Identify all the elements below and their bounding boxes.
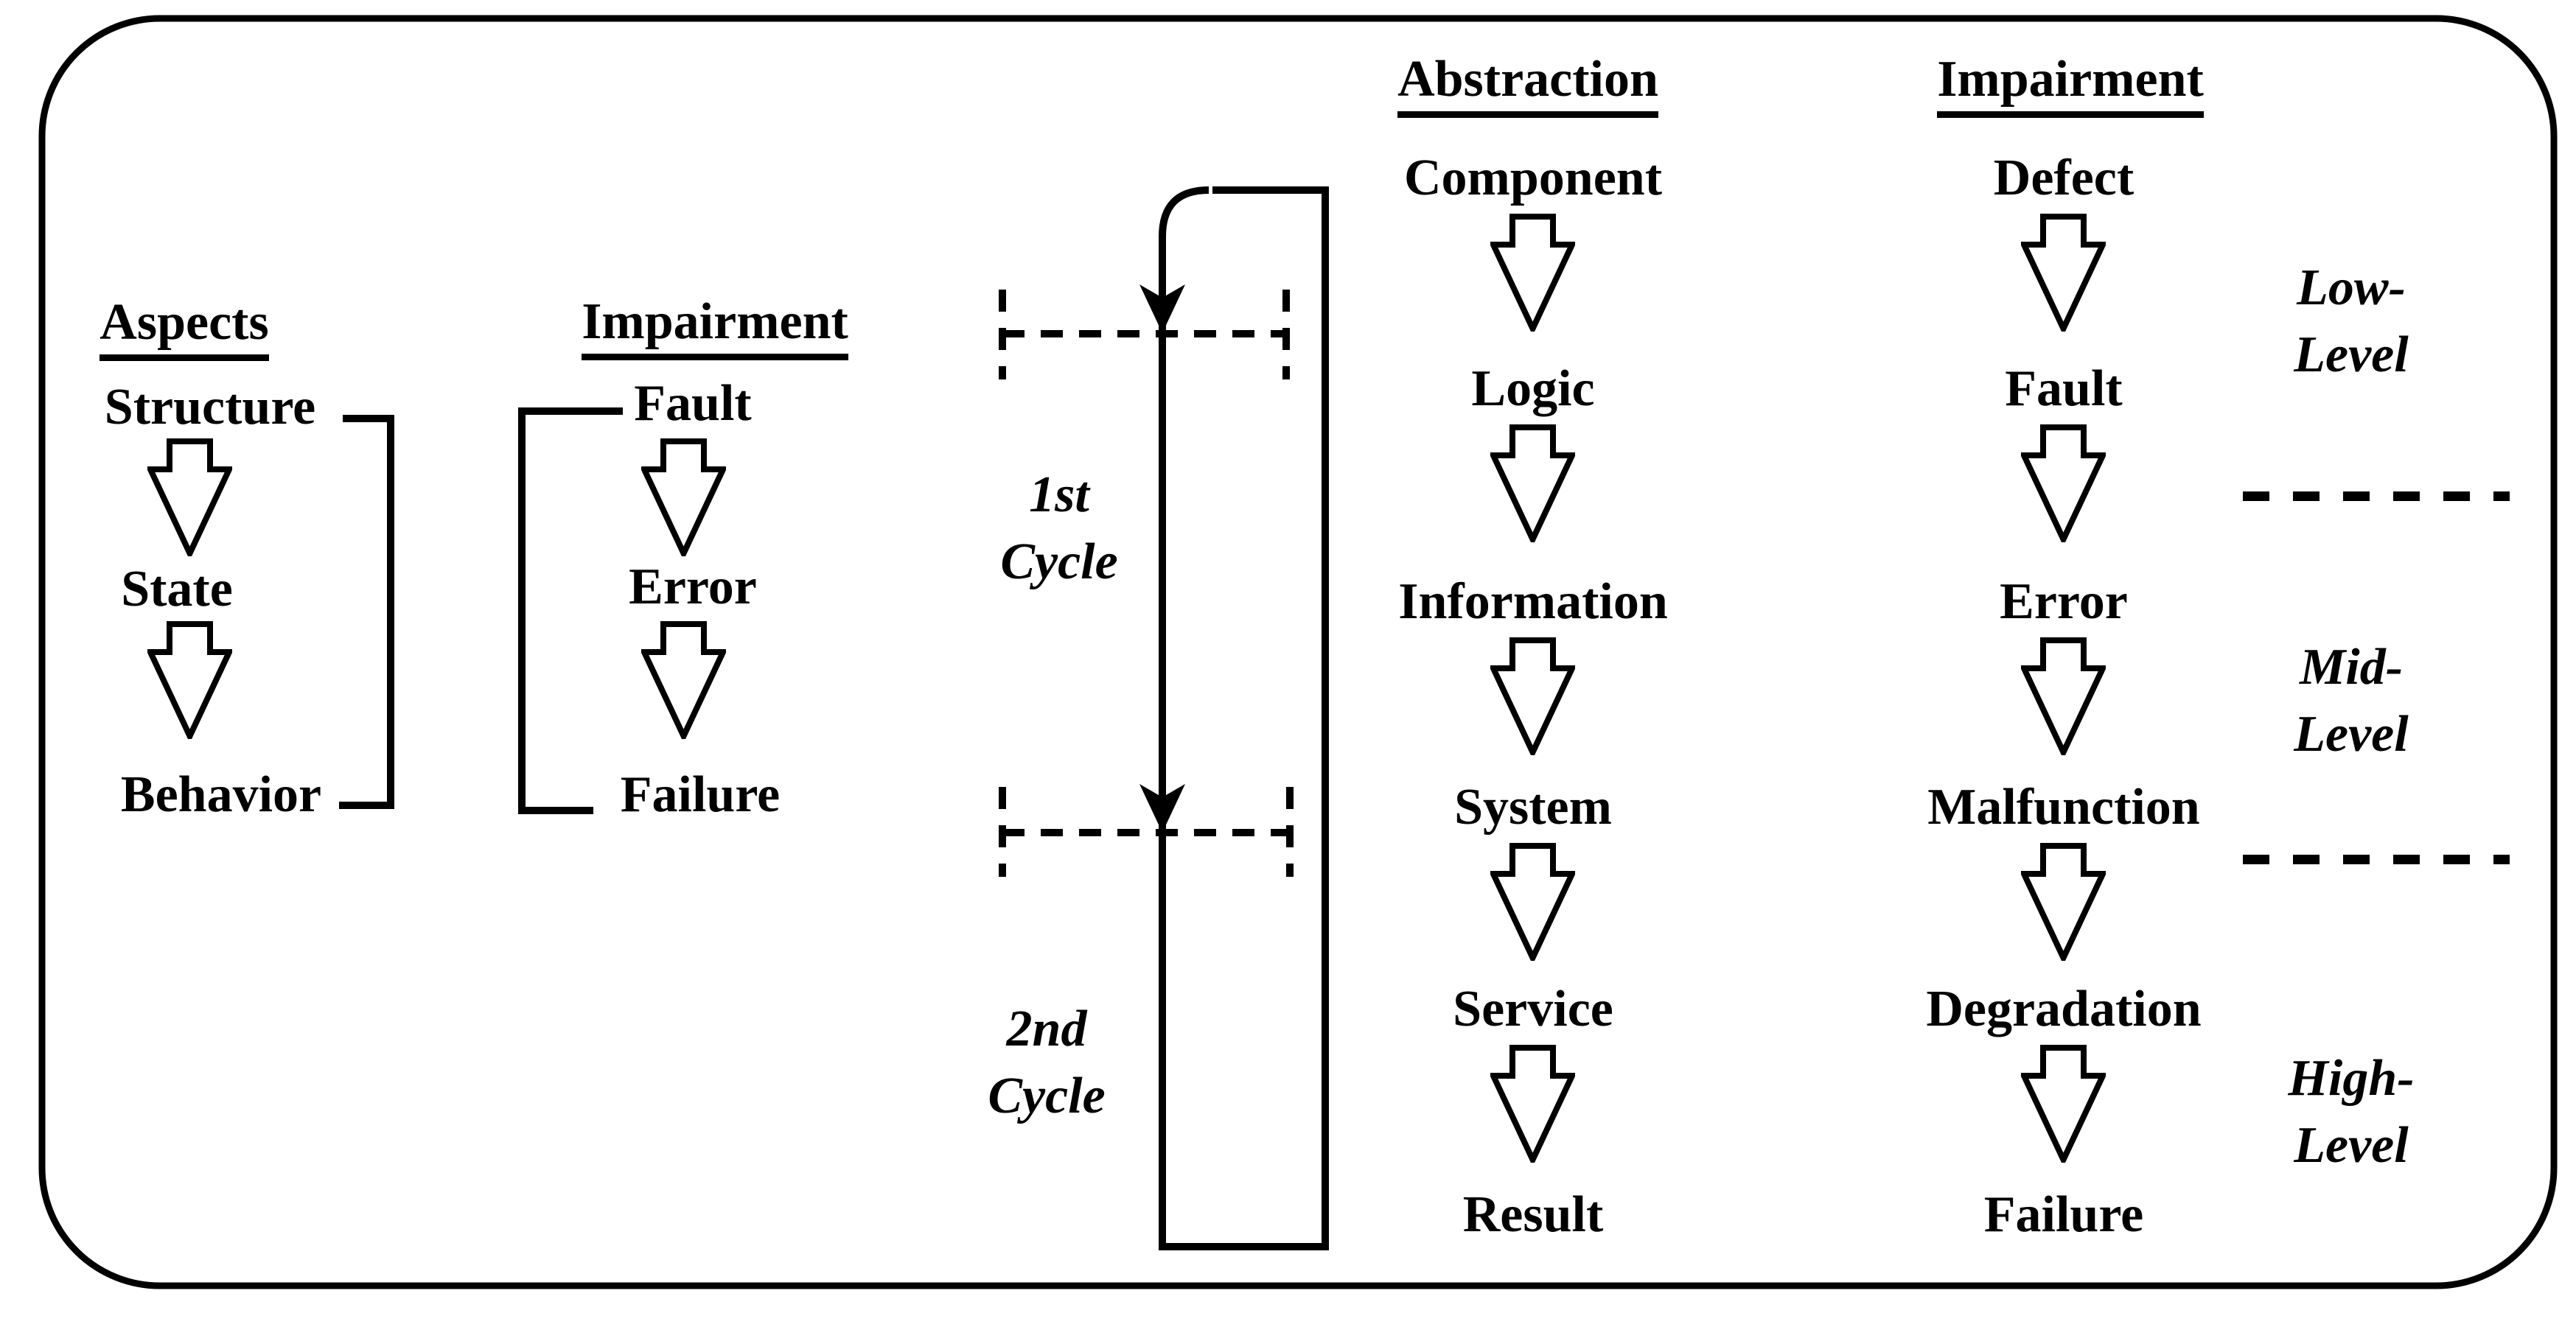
abstraction-result: Result	[1462, 1186, 1604, 1243]
impairment-malfunction: Malfunction	[1927, 779, 2200, 836]
impairment-defect: Defect	[1993, 150, 2135, 206]
aspects-header: Aspects	[0, 295, 405, 361]
impairment-fault: Fault	[634, 375, 752, 432]
down-arrow-icon	[1490, 1045, 1575, 1163]
mid-high-separator-dashed-line	[2243, 855, 2510, 864]
down-arrow-icon	[2021, 637, 2106, 755]
aspect-behavior: Behavior	[120, 766, 322, 823]
down-arrow-icon	[1490, 424, 1575, 542]
cycle1-boundary-right-tick	[1282, 290, 1290, 379]
down-arrow-icon	[147, 621, 232, 739]
down-arrow-icon	[641, 621, 726, 739]
abstraction-logic: Logic	[1471, 360, 1595, 417]
low-level-label: Low- Level	[2294, 259, 2409, 383]
cycle2-boundary-left-tick	[999, 787, 1006, 877]
impairment-right-header: Impairment	[1849, 52, 2291, 118]
down-arrow-icon	[2021, 214, 2106, 332]
first-cycle-label: 1st Cycle	[1000, 466, 1118, 590]
down-arrow-icon	[641, 438, 726, 556]
abstraction-system: System	[1454, 779, 1612, 836]
down-arrow-icon	[1490, 214, 1575, 332]
cycle2-boundary-dashed-line	[1002, 829, 1290, 836]
abstraction-component: Component	[1403, 150, 1663, 206]
abstraction-header: Abstraction	[1307, 52, 1749, 118]
down-arrow-icon	[2021, 424, 2106, 542]
impairment-fault-right: Fault	[2005, 360, 2123, 417]
abstraction-information: Information	[1398, 573, 1668, 630]
abstraction-service: Service	[1453, 981, 1613, 1037]
down-arrow-icon	[2021, 843, 2106, 961]
cycle1-boundary-dashed-line	[1002, 330, 1286, 337]
low-mid-separator-dashed-line	[2243, 491, 2510, 501]
high-level-label: High- Level	[2288, 1050, 2415, 1174]
down-arrow-icon	[1490, 843, 1575, 961]
mid-level-label: Mid- Level	[2294, 639, 2409, 763]
impairment-degradation: Degradation	[1926, 981, 2202, 1037]
down-arrow-icon	[2021, 1045, 2106, 1163]
cycle2-boundary-right-tick	[1286, 787, 1294, 877]
impairment-failure: Failure	[620, 766, 781, 823]
down-arrow-icon	[147, 438, 232, 556]
impairment-error-right: Error	[2000, 573, 2128, 630]
impairment-left-header: Impairment	[494, 294, 936, 360]
cycle1-boundary-left-tick	[999, 290, 1006, 379]
second-cycle-label: 2nd Cycle	[988, 1001, 1106, 1124]
cycle-arrowhead-icon	[1139, 784, 1185, 833]
aspect-structure: Structure	[104, 379, 316, 435]
impairment-error: Error	[629, 559, 757, 615]
impairment-failure-right: Failure	[1983, 1186, 2144, 1243]
cycle-arrowhead-icon	[1139, 284, 1185, 333]
aspect-state: State	[121, 561, 233, 617]
down-arrow-icon	[1490, 637, 1575, 755]
